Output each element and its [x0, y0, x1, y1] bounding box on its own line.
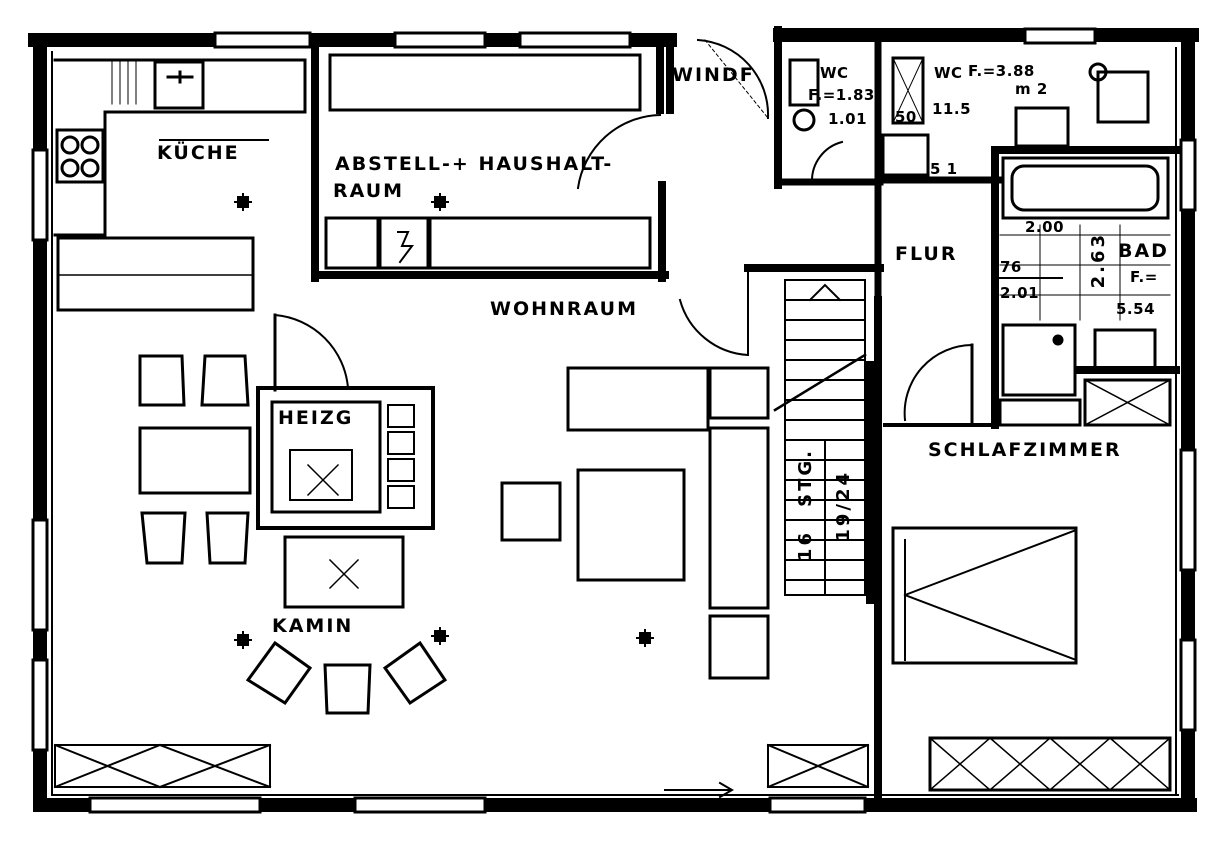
room-label-flur: FLUR [895, 243, 958, 265]
living-furniture [500, 366, 770, 680]
stove-block [256, 386, 435, 530]
entry-arrow [664, 781, 734, 799]
room-label-abstell: ABSTELL-+ HAUSHALT- [335, 153, 614, 175]
bedroom-door-swing [903, 343, 974, 422]
lower-window-benches [53, 743, 870, 789]
wc-fixtures [788, 56, 1150, 177]
room-label-wc-small: WC [820, 64, 849, 82]
dimension-76: 76 [1000, 258, 1022, 276]
stair-count: 16 [795, 530, 816, 562]
room-label-kueche: KÜCHE [157, 142, 240, 164]
wc-small-dimension: 1.01 [828, 110, 868, 128]
staircase [773, 279, 867, 596]
stair-ratio: 19/24 [833, 470, 854, 542]
dimension-115: 11.5 [932, 100, 972, 118]
utility-door-swing [576, 113, 662, 190]
plant-markers [234, 193, 654, 649]
fireplace [283, 535, 405, 609]
hall-walls [866, 296, 882, 809]
bedroom-furniture [891, 526, 1172, 792]
heating-door-swing [273, 313, 350, 390]
room-label-wc-big: WC [934, 64, 963, 82]
bathroom-walls [991, 146, 1180, 429]
dimension-200: 2.00 [1025, 218, 1065, 236]
wc-big-unit: m 2 [1015, 80, 1048, 98]
bad-area-label: F.= [1130, 268, 1158, 286]
windfang [666, 26, 782, 189]
dimension-201: 2.01 [1000, 284, 1040, 302]
kitchen-fixtures [53, 58, 307, 312]
utility-room-fixtures [324, 53, 652, 270]
room-label-schlafzimmer: SCHLAFZIMMER [928, 439, 1122, 461]
wc-small-area: F.=1.83 [808, 86, 875, 104]
dining-set [138, 354, 252, 565]
wc-walls [776, 36, 1004, 304]
wc-big-area: F.=3.88 [968, 62, 1035, 80]
dimension-263: 2.63 [1088, 232, 1109, 289]
bad-area-value: 5.54 [1116, 300, 1156, 318]
room-label-bad: BAD [1118, 240, 1169, 262]
outer-wall-inner-lines [51, 47, 1179, 796]
stair-label: STG. [795, 448, 816, 507]
utility-room-walls [311, 36, 669, 282]
bathroom-fixtures [998, 156, 1172, 427]
dimension-51: 5 1 [930, 160, 958, 178]
room-label-kamin: KAMIN [272, 615, 354, 637]
room-label-abstell-raum: RAUM [333, 180, 405, 202]
room-label-windfang: WINDF [672, 64, 755, 86]
room-label-heizung: HEIZG [278, 407, 354, 429]
windows [31, 27, 1197, 814]
room-label-wohnraum: WOHNRAUM [490, 298, 638, 320]
dimension-50: 50 [895, 108, 917, 126]
lounge-chairs [245, 640, 448, 715]
